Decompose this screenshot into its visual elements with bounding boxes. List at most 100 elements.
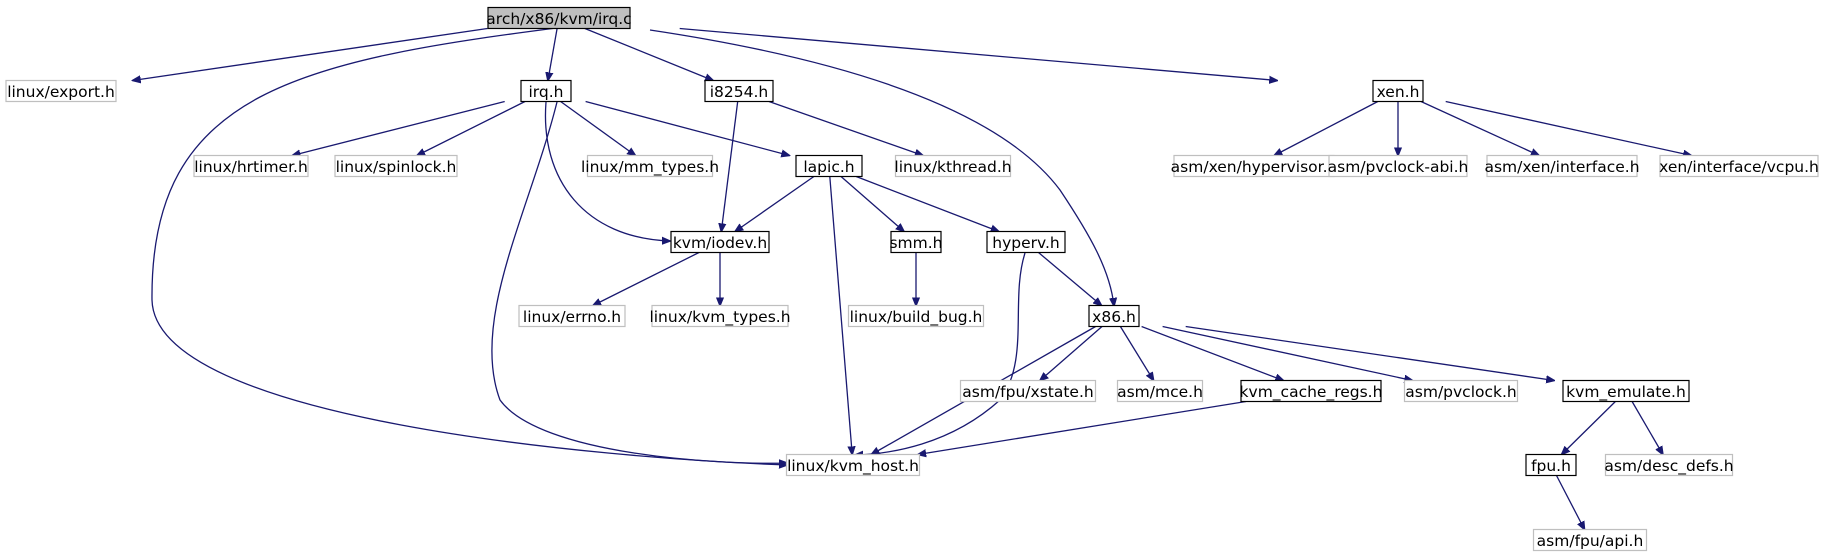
node-vcpu-h: xen/interface/vcpu.h	[1659, 154, 1819, 178]
node-label: asm/fpu/xstate.h	[962, 383, 1093, 401]
node-xen-h[interactable]: xen.h	[1372, 79, 1424, 103]
edge-xen_h-to-xen_interface_h	[1420, 100, 1539, 156]
node-iodev-h[interactable]: kvm/iodev.h	[670, 230, 770, 254]
node-box	[1659, 154, 1819, 178]
node-label: smm.h	[889, 234, 942, 252]
node-hyperv-h[interactable]: hyperv.h	[986, 230, 1066, 254]
edge-xen_h-to-hypervisor_h	[1274, 100, 1379, 156]
node-mm-types-h: linux/mm_types.h	[581, 154, 719, 178]
edge-x86_h-to-mce_h	[1119, 326, 1153, 381]
node-box	[1240, 379, 1382, 403]
edge-irq_c-to-irq_h	[548, 28, 558, 81]
node-box	[586, 154, 714, 178]
node-kvm-types-h: linux/kvm_types.h	[649, 304, 791, 328]
node-hrtimer-h: linux/hrtimer.h	[193, 154, 309, 178]
node-label: kvm_cache_regs.h	[1240, 383, 1383, 402]
node-box	[1116, 379, 1204, 403]
node-label: asm/xen/interface.h	[1484, 158, 1639, 176]
node-box	[704, 79, 774, 103]
edge-hyperv_h-to-kvm_host_h	[855, 252, 1026, 455]
node-irq-h[interactable]: irq.h	[520, 79, 572, 103]
node-label: kvm_emulate.h	[1566, 383, 1686, 402]
node-desc-defs-h: asm/desc_defs.h	[1604, 453, 1734, 477]
node-box	[518, 304, 626, 328]
node-label: irq.h	[529, 83, 564, 101]
edge-fpu_h-to-fpu_api_h	[1555, 475, 1585, 530]
node-box	[651, 304, 789, 328]
node-box	[1328, 154, 1468, 178]
edge-irq_h-to-iodev_h	[544, 101, 670, 241]
node-label: asm/xen/hypervisor.h	[1171, 158, 1338, 176]
node-box	[520, 79, 572, 103]
edge-lapic_h-to-smm_h	[840, 176, 904, 232]
node-fpu-h[interactable]: fpu.h	[1525, 453, 1577, 477]
node-irq-c[interactable]: arch/x86/kvm/irq.c	[486, 6, 632, 30]
node-export-h: linux/export.h	[5, 79, 117, 103]
node-cache-regs-h[interactable]: kvm_cache_regs.h	[1240, 379, 1383, 403]
edge-lapic_h-to-kvm_host_h	[829, 176, 852, 455]
node-errno-h: linux/errno.h	[518, 304, 626, 328]
node-xen-interface-h: asm/xen/interface.h	[1484, 154, 1640, 178]
edge-iodev_h-to-errno_h	[593, 251, 700, 306]
node-box	[847, 304, 985, 328]
node-box	[890, 230, 942, 254]
node-label: linux/kvm_host.h	[787, 457, 919, 476]
node-fpu-api-h: asm/fpu/api.h	[1532, 528, 1648, 552]
node-label: lapic.h	[803, 158, 854, 176]
node-layer: arch/x86/kvm/irq.c linux/export.h irq.h i82…	[5, 6, 1819, 552]
node-box	[1604, 453, 1734, 477]
node-box	[1372, 79, 1424, 103]
node-box	[670, 230, 770, 254]
node-label: linux/spinlock.h	[336, 158, 457, 176]
edge-cache_regs_h-to-kvm_host_h	[918, 400, 1247, 455]
edge-lapic_h-to-hyperv_h	[855, 175, 999, 232]
edge-irq_h-to-kvm_host_h	[491, 101, 787, 463]
edge-irq_h-to-spinlock_h	[417, 100, 526, 156]
node-label: linux/kthread.h	[894, 158, 1011, 176]
edge-irq_h-to-lapic_h	[585, 100, 790, 156]
node-box	[5, 79, 117, 103]
node-label: xen/interface/vcpu.h	[1659, 158, 1819, 176]
edge-irq_c-to-i8254_h	[584, 27, 713, 81]
node-label: linux/errno.h	[523, 308, 621, 326]
edge-x86_h-to-xstate_h	[1040, 326, 1103, 381]
node-box	[959, 379, 1097, 403]
edge-x86_h-to-emulate_h	[1185, 325, 1555, 381]
node-label: linux/hrtimer.h	[194, 158, 308, 176]
edge-irq_h-to-mm_types_h	[560, 100, 636, 156]
node-hypervisor-h: asm/xen/hypervisor.h	[1171, 154, 1338, 178]
node-box	[785, 453, 921, 477]
node-box	[894, 154, 1012, 178]
node-box	[1525, 453, 1577, 477]
node-kthread-h: linux/kthread.h	[894, 154, 1012, 178]
edge-xen_h-to-vcpu_h	[1445, 100, 1692, 156]
node-box	[193, 154, 309, 178]
node-box	[1403, 379, 1519, 403]
edge-emulate_h-to-fpu_h	[1562, 401, 1616, 455]
edge-irq_c-to-kvm_host_h	[151, 24, 787, 465]
node-i8254-h[interactable]: i8254.h	[704, 79, 774, 103]
node-emulate-h[interactable]: kvm_emulate.h	[1562, 379, 1690, 403]
node-lapic-h[interactable]: lapic.h	[795, 154, 863, 178]
edge-i8254_h-to-kthread_h	[768, 100, 923, 156]
node-box	[1088, 304, 1140, 328]
edge-layer	[133, 24, 1692, 530]
node-xstate-h: asm/fpu/xstate.h	[959, 379, 1097, 403]
edge-x86_h-to-cache_regs_h	[1141, 325, 1284, 381]
edge-irq_h-to-hrtimer_h	[292, 100, 505, 156]
node-label: linux/mm_types.h	[581, 158, 719, 177]
node-x86-h[interactable]: x86.h	[1088, 304, 1140, 328]
edge-emulate_h-to-desc_defs_h	[1631, 401, 1663, 455]
node-label: linux/export.h	[7, 83, 115, 101]
node-label: linux/build_bug.h	[850, 308, 983, 327]
node-label: fpu.h	[1531, 457, 1571, 475]
node-box	[1532, 528, 1648, 552]
node-box	[795, 154, 863, 178]
node-smm-h[interactable]: smm.h	[889, 230, 943, 254]
node-label: hyperv.h	[992, 234, 1059, 252]
node-box	[1562, 379, 1690, 403]
edge-hyperv_h-to-x86_h	[1038, 252, 1102, 306]
node-label: asm/pvclock-abi.h	[1328, 158, 1469, 176]
edge-x86_h-to-pvclock_h	[1162, 325, 1413, 381]
